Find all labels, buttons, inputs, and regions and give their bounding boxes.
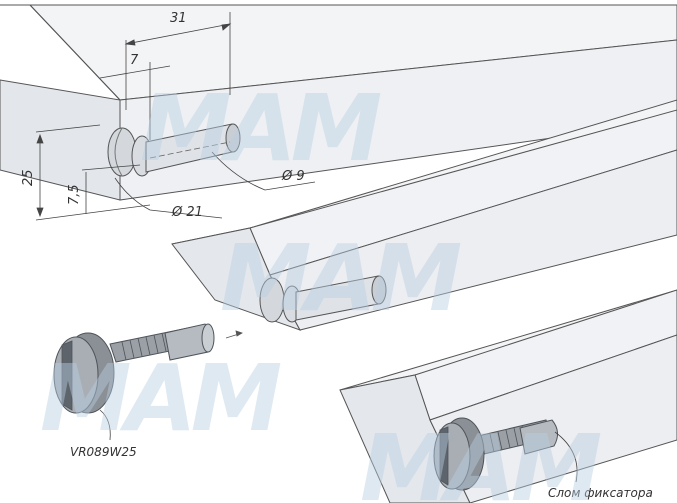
board-middle-mitered — [171, 99, 677, 331]
watermarks: MAM MAM MAM MAM — [40, 75, 607, 503]
dim-7: 7 — [130, 53, 139, 68]
dimension-lines — [35, 12, 316, 221]
part-code-leader — [99, 409, 111, 441]
dim-7-5: 7,5 — [67, 184, 82, 205]
dim-diameter-9: Ø 9 — [281, 169, 305, 184]
board-front-face — [0, 79, 121, 201]
part-code-label: VR089W25 — [70, 445, 137, 459]
insert-arrow — [225, 330, 243, 339]
watermark-2: MAM — [220, 225, 461, 332]
board-bottom-mitered — [339, 289, 677, 503]
dim-diameter-21: Ø 21 — [171, 205, 203, 220]
connector-installed — [433, 417, 558, 491]
break-note-label: Слом фиксатора — [548, 486, 653, 500]
break-note-leader — [554, 431, 578, 483]
watermark-4: MAM — [360, 415, 601, 503]
board-top-with-drilling — [0, 4, 677, 201]
dim-25: 25 — [21, 169, 36, 186]
dim-31: 31 — [170, 11, 187, 26]
connector-fitting — [53, 323, 215, 414]
watermark-3: MAM — [40, 345, 281, 452]
watermark-1: MAM — [140, 75, 381, 182]
